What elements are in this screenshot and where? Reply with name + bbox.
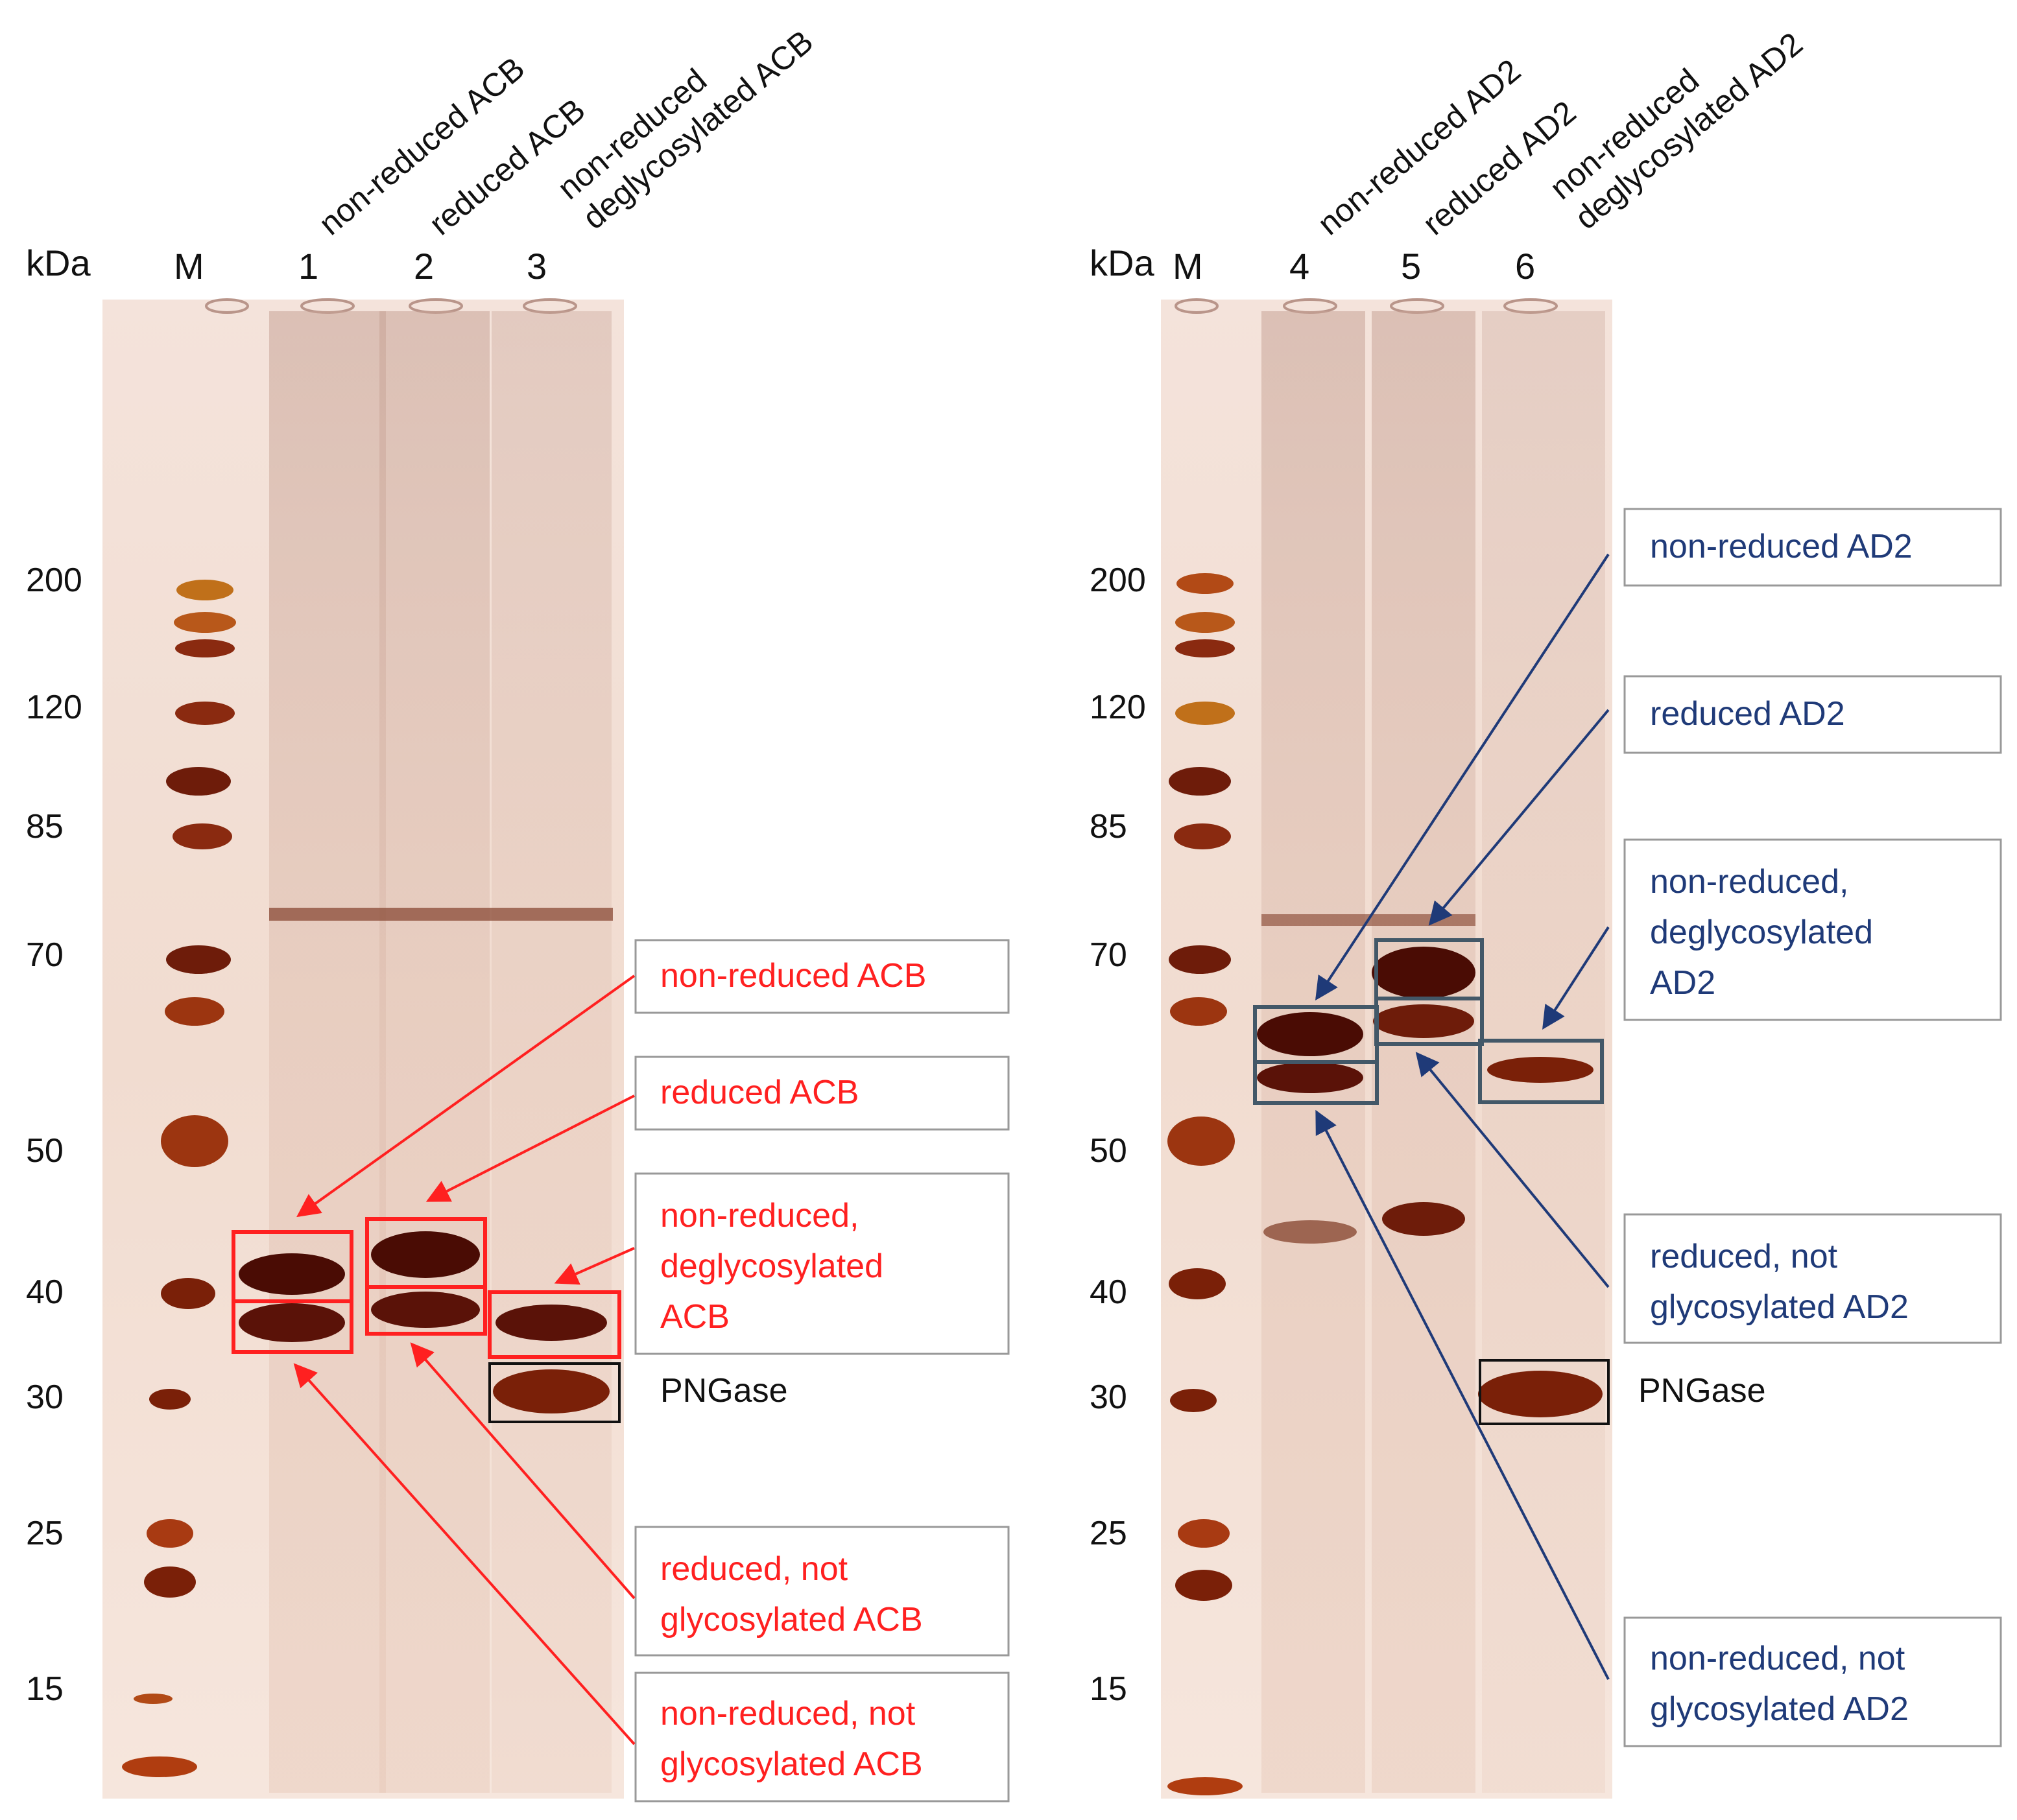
mw-marker-200: 200: [1090, 561, 1146, 599]
panel-acb: kDa M 1 2 3 non-reduced ACB reduced ACB …: [26, 0, 1010, 1802]
arrows-ad2: [1315, 553, 1610, 1680]
callout-nonreduced-not-glycosylated-acb: non-reduced, not glycosylated ACB: [634, 1672, 1010, 1802]
box-lane3-deglyco: [488, 1290, 621, 1359]
box-lane3-pngase: [488, 1362, 621, 1423]
callout-reduced-not-glycosylated-acb: reduced, not glycosylated ACB: [634, 1526, 1010, 1657]
callout-text: non-reduced, deglycosylated AD2: [1650, 863, 1882, 1002]
callout-reduced-ad2: reduced AD2: [1623, 675, 2002, 754]
arrows-acb: [293, 975, 636, 1745]
box-lane2-lower: [365, 1285, 487, 1336]
mw-marker-30: 30: [26, 1378, 64, 1416]
callout-reduced-not-glycosylated-ad2: reduced, not glycosylated AD2: [1623, 1213, 2002, 1344]
callout-text: non-reduced, deglycosylated ACB: [660, 1197, 892, 1336]
lane-number-3: 3: [527, 246, 547, 287]
kda-label: kDa: [26, 242, 91, 283]
lane-header-3: non-reduced deglycosylated ACB: [551, 0, 820, 236]
callout-text: reduced ACB: [660, 1074, 859, 1111]
mw-marker-120: 120: [1090, 689, 1146, 726]
box-lane1-lower: [232, 1299, 353, 1354]
callout-text: non-reduced ACB: [660, 957, 927, 995]
mw-marker-85: 85: [1090, 808, 1127, 845]
callout-text: reduced, not glycosylated ACB: [660, 1550, 923, 1638]
kda-label: kDa: [1090, 242, 1154, 283]
marker-lane-label: M: [1173, 246, 1203, 287]
lane-number-2: 2: [414, 246, 434, 287]
lane-number-6: 6: [1515, 246, 1535, 287]
gel-image-ad2: [1161, 298, 1612, 1799]
mw-marker-40: 40: [26, 1273, 64, 1311]
callout-nonreduced-deglycosylated-acb: non-reduced, deglycosylated ACB: [634, 1172, 1010, 1355]
mw-marker-50: 50: [26, 1132, 64, 1170]
mw-marker-30: 30: [1090, 1378, 1127, 1416]
mw-marker-200: 200: [26, 561, 82, 599]
mw-marker-120: 120: [26, 689, 82, 726]
callout-text: non-reduced AD2: [1650, 528, 1913, 565]
lane-number-5: 5: [1401, 246, 1421, 287]
gel-image-acb: [102, 298, 624, 1799]
callout-nonreduced-ad2: non-reduced AD2: [1623, 508, 2002, 587]
pngase-label: PNGase: [1638, 1372, 1766, 1410]
panel-ad2: kDa M 4 5 6 non-reduced AD2 reduced AD2 …: [1090, 0, 2002, 1799]
lane-number-1: 1: [298, 246, 318, 287]
callout-reduced-acb: reduced ACB: [634, 1056, 1010, 1131]
mw-marker-25: 25: [1090, 1515, 1127, 1552]
mw-marker-70: 70: [26, 936, 64, 974]
box-lane4-lower: [1253, 1060, 1379, 1105]
mw-marker-40: 40: [1090, 1273, 1127, 1311]
box-lane6-deglyco: [1478, 1039, 1604, 1104]
box-lane6-pngase: [1479, 1359, 1610, 1425]
callout-nonreduced-deglycosylated-ad2: non-reduced, deglycosylated AD2: [1623, 838, 2002, 1021]
callout-text: non-reduced, not glycosylated ACB: [660, 1695, 925, 1783]
callout-nonreduced-acb: non-reduced ACB: [634, 939, 1010, 1014]
marker-lane-label: M: [174, 246, 204, 287]
mw-marker-15: 15: [26, 1670, 64, 1708]
mw-marker-25: 25: [26, 1515, 64, 1552]
callout-text: reduced AD2: [1650, 695, 1845, 733]
mw-marker-70: 70: [1090, 936, 1127, 974]
box-lane5-lower: [1374, 997, 1484, 1046]
mw-marker-50: 50: [1090, 1132, 1127, 1170]
pngase-label: PNGase: [660, 1372, 788, 1410]
mw-marker-15: 15: [1090, 1670, 1127, 1708]
mw-marker-85: 85: [26, 808, 64, 845]
callout-text: reduced, not glycosylated AD2: [1650, 1238, 1909, 1326]
callout-text: non-reduced, not glycosylated AD2: [1650, 1640, 1915, 1728]
lane-header-6: non-reduced deglycosylated AD2: [1543, 0, 1809, 236]
lane-header-1: non-reduced ACB: [312, 50, 531, 242]
callout-nonreduced-not-glycosylated-ad2: non-reduced, not glycosylated AD2: [1623, 1616, 2002, 1747]
lane-number-4: 4: [1289, 246, 1309, 287]
